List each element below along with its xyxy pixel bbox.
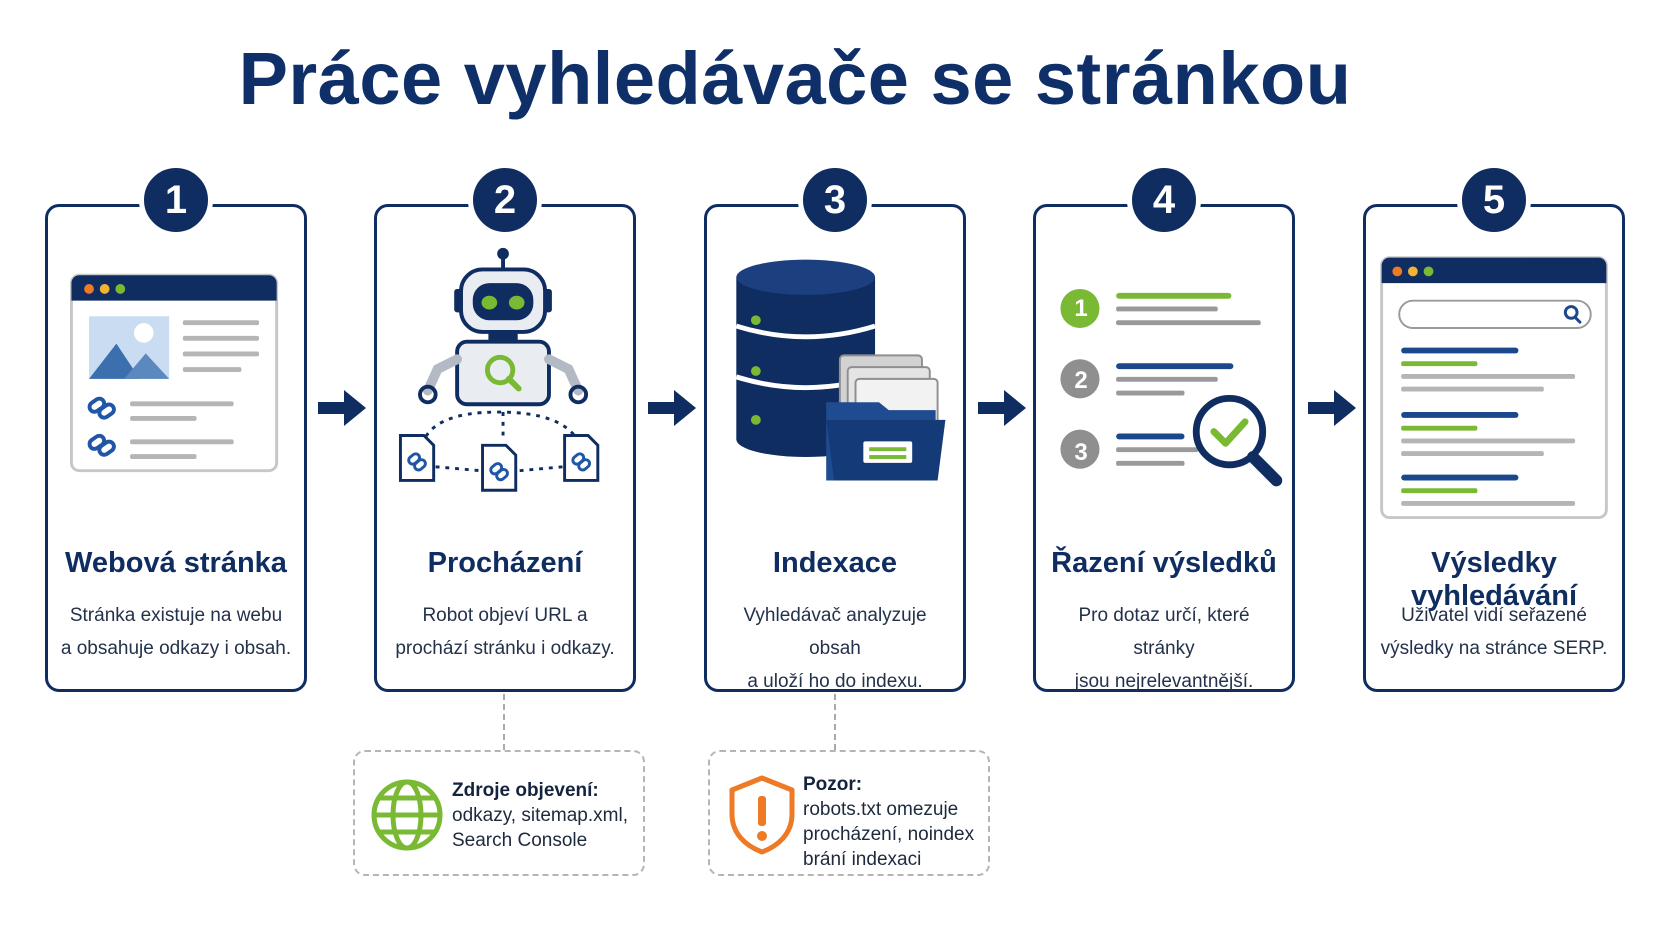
step-title: Webová stránka	[65, 547, 287, 579]
step-title: Procházení	[427, 547, 583, 579]
step-description: Vyhledávač analyzuje obsah a uloží ho do…	[717, 599, 953, 698]
note-line: Search Console	[452, 830, 588, 851]
note-text: Zdroje objevení: odkazy, sitemap.xml, Se…	[452, 778, 628, 853]
step-description: Pro dotaz určí, které stránky jsou nejre…	[1046, 599, 1282, 698]
arrow-right-icon	[1308, 390, 1356, 426]
note-line: brání indexaci	[803, 849, 922, 870]
note-text: Pozor: robots.txt omezuje procházení, no…	[803, 772, 974, 872]
step-card-2: Procházení Robot objeví URL a prochází s…	[374, 204, 636, 692]
note-heading: Pozor:	[803, 774, 863, 795]
rank-badge-label: 2	[1074, 367, 1088, 394]
step-card-4: 1 2 3 Řazení výsledků Pro dotaz určí, kt…	[1033, 204, 1295, 692]
arrow-right-icon	[318, 390, 366, 426]
dashed-connector	[834, 694, 836, 750]
step-description: Robot objeví URL a prochází stránku i od…	[387, 599, 623, 665]
robots-warning-note: Pozor: robots.txt omezuje procházení, no…	[708, 750, 990, 876]
crawler-robot-icon	[398, 247, 600, 492]
step-title: Výsledky vyhledávání	[1410, 547, 1578, 612]
step-number-badge: 2	[468, 163, 542, 237]
step-description-line: a uloží ho do indexu.	[747, 671, 923, 692]
webpage-icon	[69, 273, 279, 473]
step-description-line: Uživatel vidí seřazené	[1401, 605, 1587, 626]
step-description-line: Pro dotaz určí, které stránky	[1078, 605, 1250, 659]
note-line: robots.txt omezuje	[803, 799, 959, 820]
step-number-badge: 4	[1127, 163, 1201, 237]
note-heading: Zdroje objevení:	[452, 780, 599, 801]
step-description-line: Stránka existuje na webu	[69, 605, 283, 626]
serp-icon	[1380, 256, 1608, 520]
step-description-line: Robot objeví URL a	[422, 605, 588, 626]
step-title: Řazení výsledků	[1051, 547, 1277, 579]
page-title: Práce vyhledávače se stránkou	[238, 37, 1352, 120]
rank-badge-label: 3	[1074, 439, 1088, 466]
note-line: odkazy, sitemap.xml,	[452, 805, 628, 826]
step-number-badge: 3	[798, 163, 872, 237]
arrow-right-icon	[978, 390, 1026, 426]
arrow-right-icon	[648, 390, 696, 426]
note-line: procházení, noindex	[803, 824, 975, 845]
warning-shield-icon	[729, 775, 795, 855]
step-number-badge: 5	[1457, 163, 1531, 237]
step-description-line: a obsahuje odkazy i obsah.	[60, 638, 292, 659]
step-description-line: jsou nejrelevantnější.	[1074, 671, 1254, 692]
rank-badge-label: 1	[1074, 295, 1088, 322]
step-description: Uživatel vidí seřazené výsledky na strán…	[1376, 599, 1612, 665]
step-card-1: Webová stránka Stránka existuje na webu …	[45, 204, 307, 692]
step-title: Indexace	[772, 547, 898, 579]
dashed-connector	[503, 694, 505, 750]
step-description: Stránka existuje na webu a obsahuje odka…	[58, 599, 294, 665]
step-card-3: Indexace Vyhledávač analyzuje obsah a ul…	[704, 204, 966, 692]
step-number-badge: 1	[139, 163, 213, 237]
ranking-icon	[1060, 288, 1283, 487]
step-description-line: výsledky na stránce SERP.	[1380, 638, 1608, 659]
discovery-sources-note: Zdroje objevení: odkazy, sitemap.xml, Se…	[353, 750, 645, 876]
step-description-line: Vyhledávač analyzuje obsah	[743, 605, 927, 659]
step-description-line: prochází stránku i odkazy.	[395, 638, 615, 659]
database-index-icon	[735, 259, 946, 481]
step-card-5: Výsledky vyhledávání Uživatel vidí seřaz…	[1363, 204, 1625, 692]
globe-icon	[371, 779, 443, 851]
